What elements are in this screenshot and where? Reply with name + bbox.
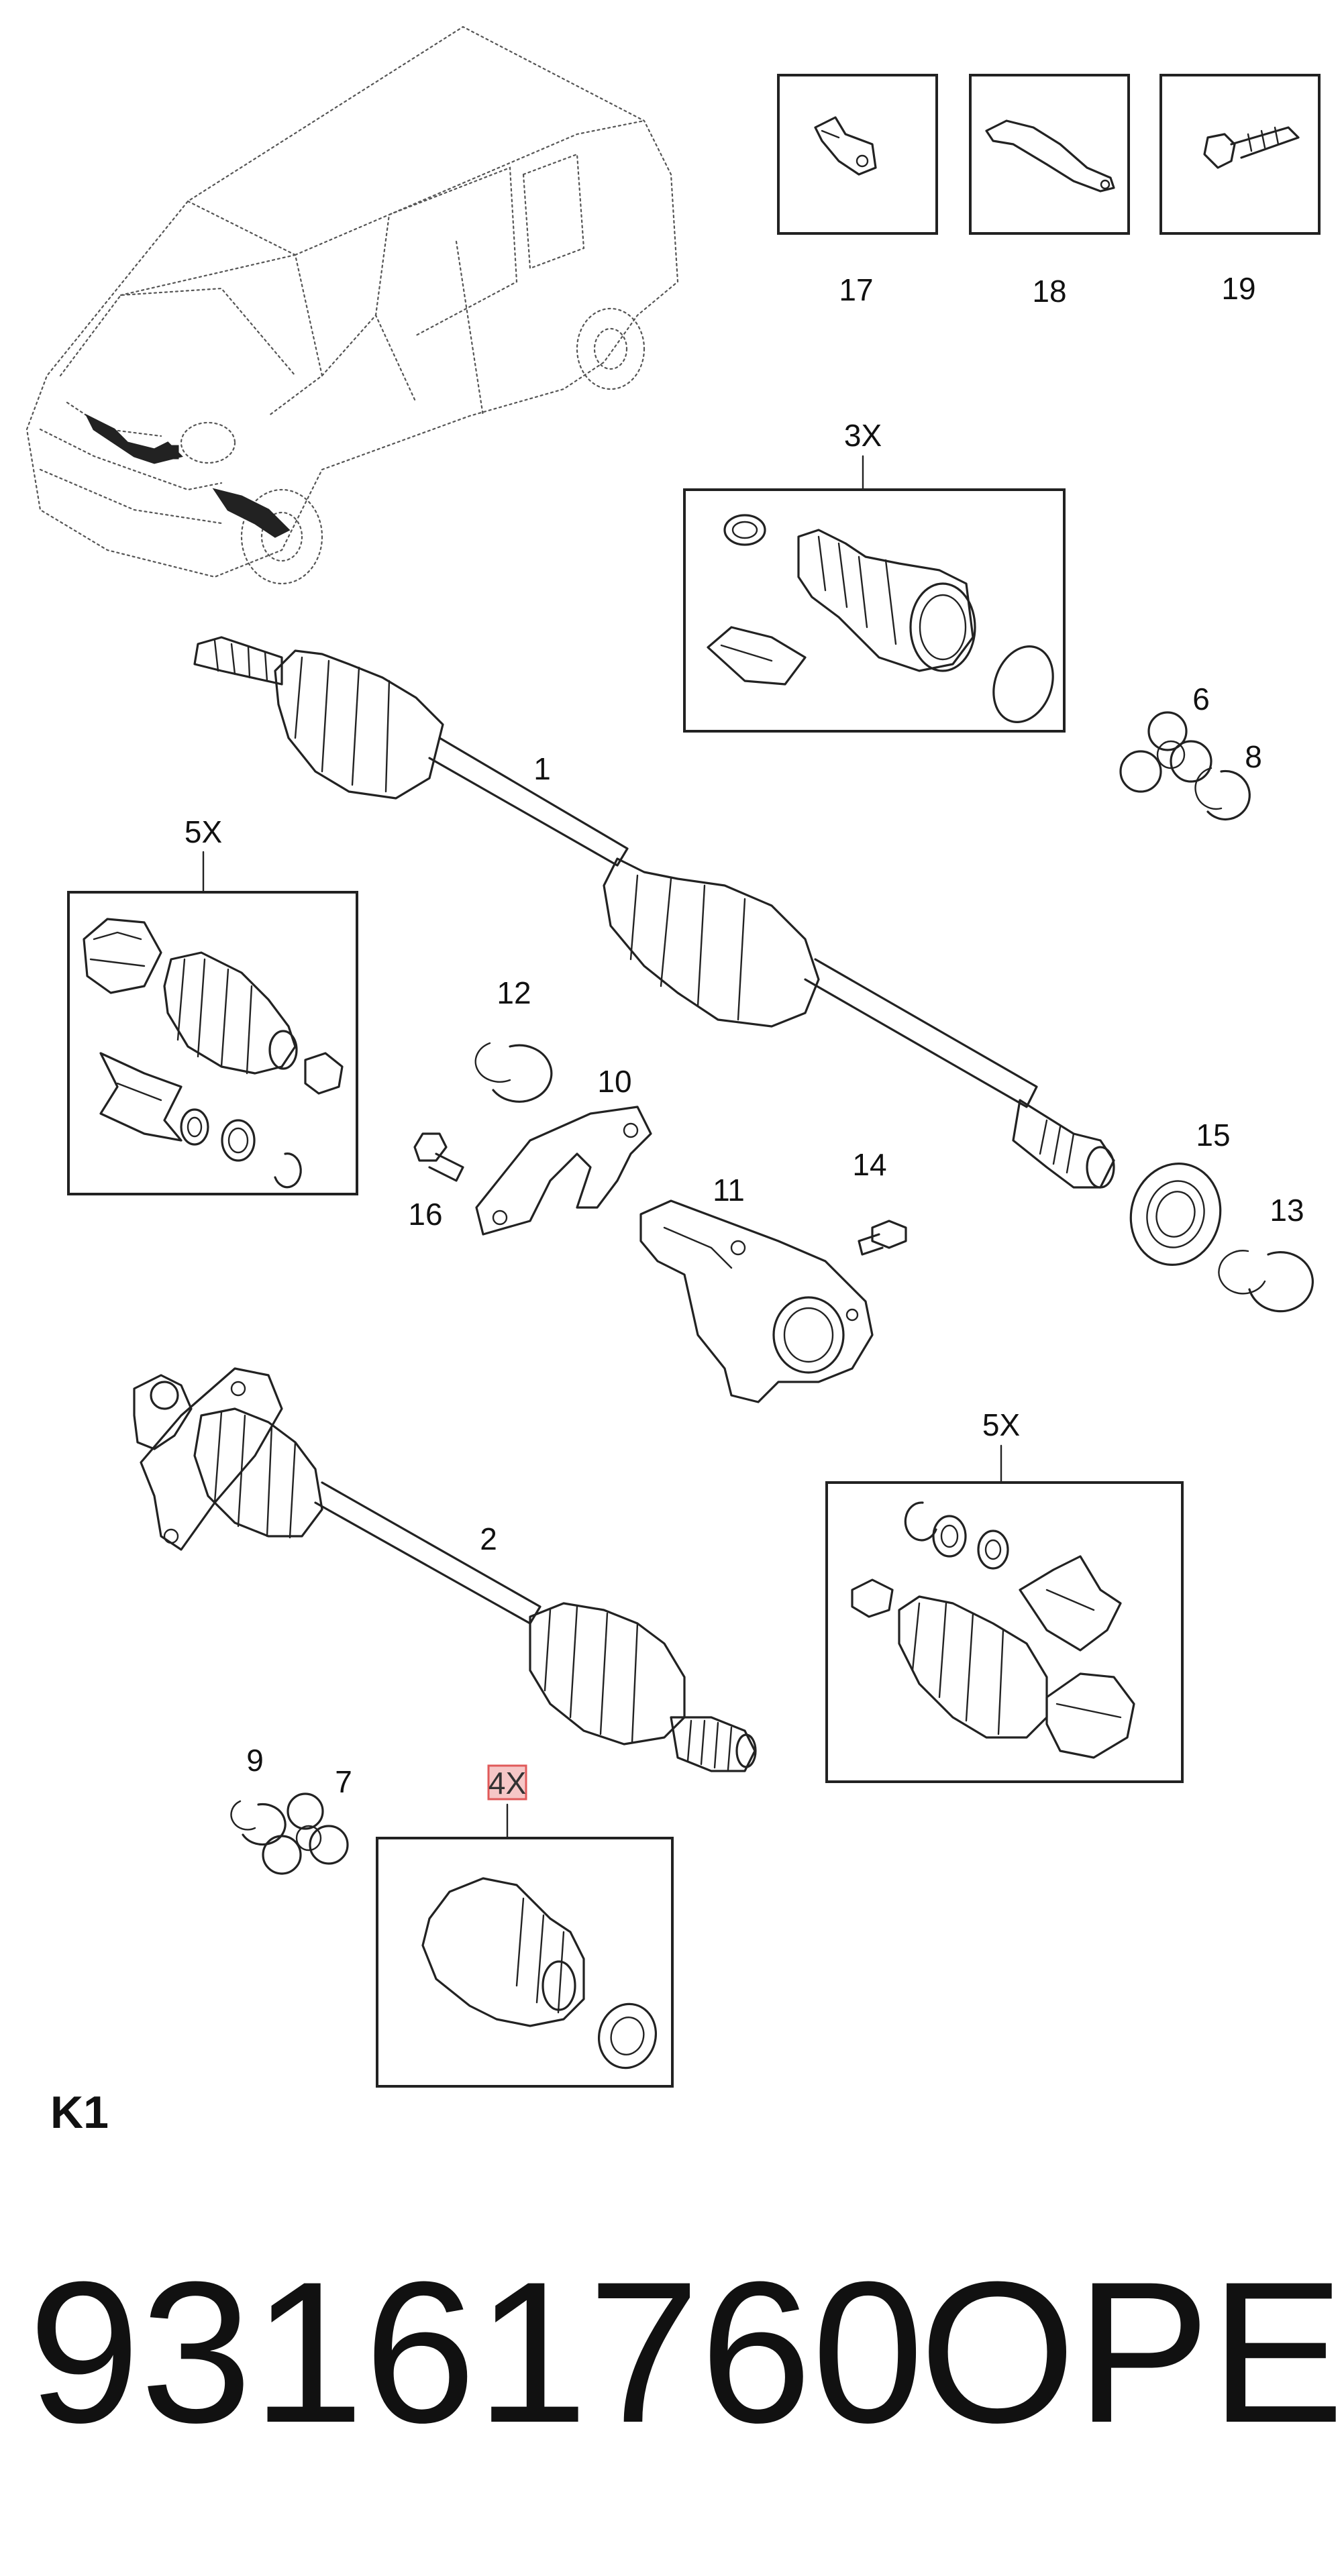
label-4x-highlight: [487, 1764, 527, 1801]
label-15: 15: [1196, 1118, 1230, 1152]
label-5x-left: 5X: [185, 814, 222, 849]
part-10-bracket[interactable]: [475, 1106, 652, 1236]
drive-shaft-2[interactable]: [133, 1367, 757, 1772]
part-9-circlip[interactable]: [230, 1800, 287, 1846]
label-18: 18: [1032, 274, 1066, 309]
diagram-code: K1: [50, 2087, 109, 2138]
part-8-circlip[interactable]: [1194, 767, 1251, 821]
part-14-bolt[interactable]: [858, 1220, 907, 1256]
part-16-bolt[interactable]: [413, 1132, 464, 1182]
label-3x: 3X: [844, 418, 882, 453]
van-illustration: [25, 25, 679, 585]
part-12-circlip[interactable]: [474, 1042, 553, 1103]
part-box-17[interactable]: [777, 74, 938, 235]
label-6: 6: [1192, 682, 1210, 716]
part-box-18[interactable]: [969, 74, 1130, 235]
label-13: 13: [1270, 1193, 1304, 1228]
part-13-circlip[interactable]: [1218, 1250, 1314, 1313]
label-16: 16: [408, 1197, 442, 1232]
part-6-tripod[interactable]: [1119, 711, 1212, 793]
brand-name: OPEL: [919, 2239, 1342, 2465]
drive-shaft-1[interactable]: [193, 636, 1115, 1189]
label-8: 8: [1245, 739, 1262, 774]
kit-box-5x-left[interactable]: [67, 891, 358, 1195]
label-17: 17: [839, 272, 873, 307]
part-7-tripod[interactable]: [262, 1792, 349, 1875]
kit-box-4x[interactable]: [376, 1837, 674, 2088]
kit-box-5x-right[interactable]: [825, 1481, 1184, 1783]
part-box-19[interactable]: [1159, 74, 1321, 235]
label-11: 11: [713, 1173, 745, 1208]
label-10: 10: [597, 1064, 631, 1099]
label-19: 19: [1221, 271, 1255, 306]
label-1: 1: [533, 751, 551, 786]
label-2: 2: [480, 1521, 497, 1556]
part-number: 93161760: [28, 2239, 924, 2465]
label-5x-right: 5X: [982, 1407, 1020, 1442]
label-9: 9: [246, 1743, 264, 1778]
part-15-bearing[interactable]: [1120, 1154, 1232, 1275]
label-4x: 4X: [488, 1766, 526, 1801]
kit-box-3x[interactable]: [683, 488, 1066, 733]
label-14: 14: [852, 1147, 886, 1182]
part-11-bearing-housing[interactable]: [639, 1199, 874, 1403]
label-7: 7: [335, 1764, 352, 1799]
label-12: 12: [497, 975, 531, 1010]
